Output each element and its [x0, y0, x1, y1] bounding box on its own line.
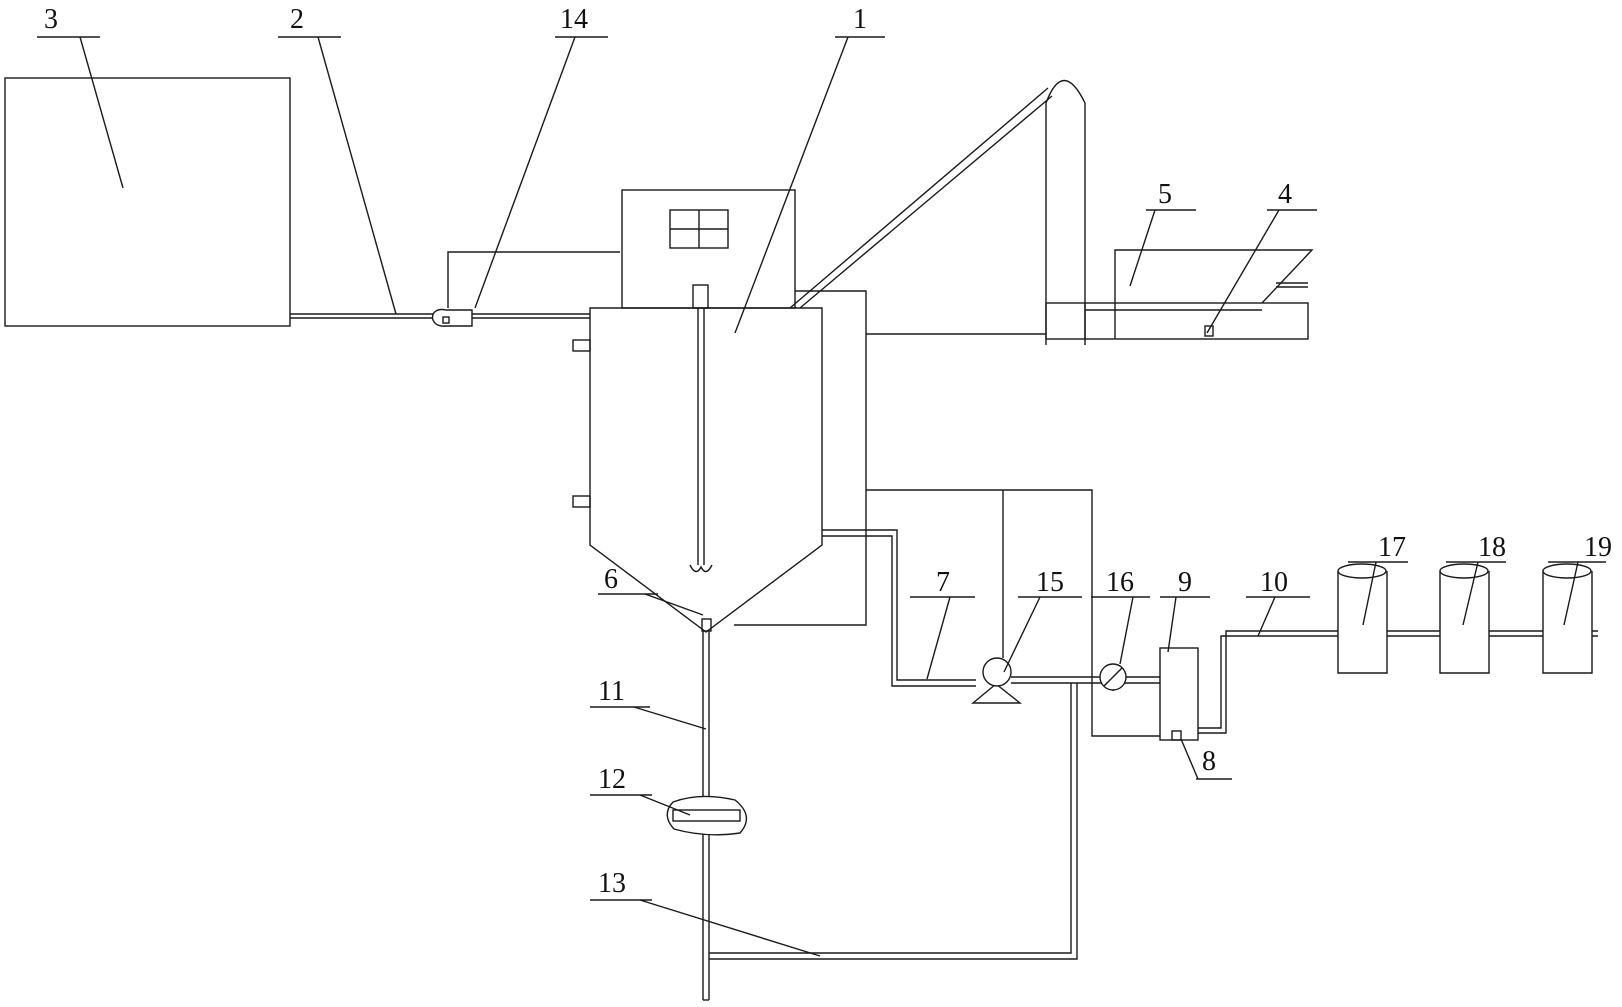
label-9: 9 [1178, 567, 1192, 598]
label-2: 2 [290, 4, 304, 35]
label-19: 19 [1584, 532, 1612, 563]
blower [431, 251, 620, 327]
label-15: 15 [1036, 567, 1064, 598]
container-17 [1337, 563, 1388, 674]
valve [666, 795, 748, 836]
label-14: 14 [560, 4, 588, 35]
label-16: 16 [1106, 567, 1134, 598]
storage-box [4, 77, 291, 327]
number-labels: 3 2 14 1 5 4 6 7 15 16 9 10 17 18 19 8 1… [44, 4, 1612, 899]
return-frame [866, 489, 1160, 737]
label-11: 11 [598, 676, 625, 707]
label-5: 5 [1158, 179, 1172, 210]
label-4: 4 [1278, 179, 1292, 210]
conveyor [789, 80, 1086, 345]
outlet-pipe [822, 529, 976, 687]
tank-frame [734, 290, 867, 626]
distribution-pipe [1198, 630, 1598, 734]
label-13: 13 [598, 868, 626, 899]
label-7: 7 [936, 567, 950, 598]
label-12: 12 [598, 764, 626, 795]
pressure-gauge [1099, 663, 1127, 691]
label-6: 6 [604, 564, 618, 595]
label-17: 17 [1378, 532, 1406, 563]
return-pipe [709, 683, 1078, 960]
label-10: 10 [1260, 567, 1288, 598]
container-19 [1542, 563, 1593, 674]
mixing-tank [572, 284, 823, 633]
label-3: 3 [44, 4, 58, 35]
leader-lines [37, 36, 1606, 957]
label-18: 18 [1478, 532, 1506, 563]
discharge-pipe [1011, 676, 1160, 684]
label-8: 8 [1202, 746, 1216, 777]
hopper [866, 249, 1314, 340]
pump [971, 657, 1023, 704]
label-1: 1 [853, 4, 867, 35]
filter [1159, 647, 1199, 741]
